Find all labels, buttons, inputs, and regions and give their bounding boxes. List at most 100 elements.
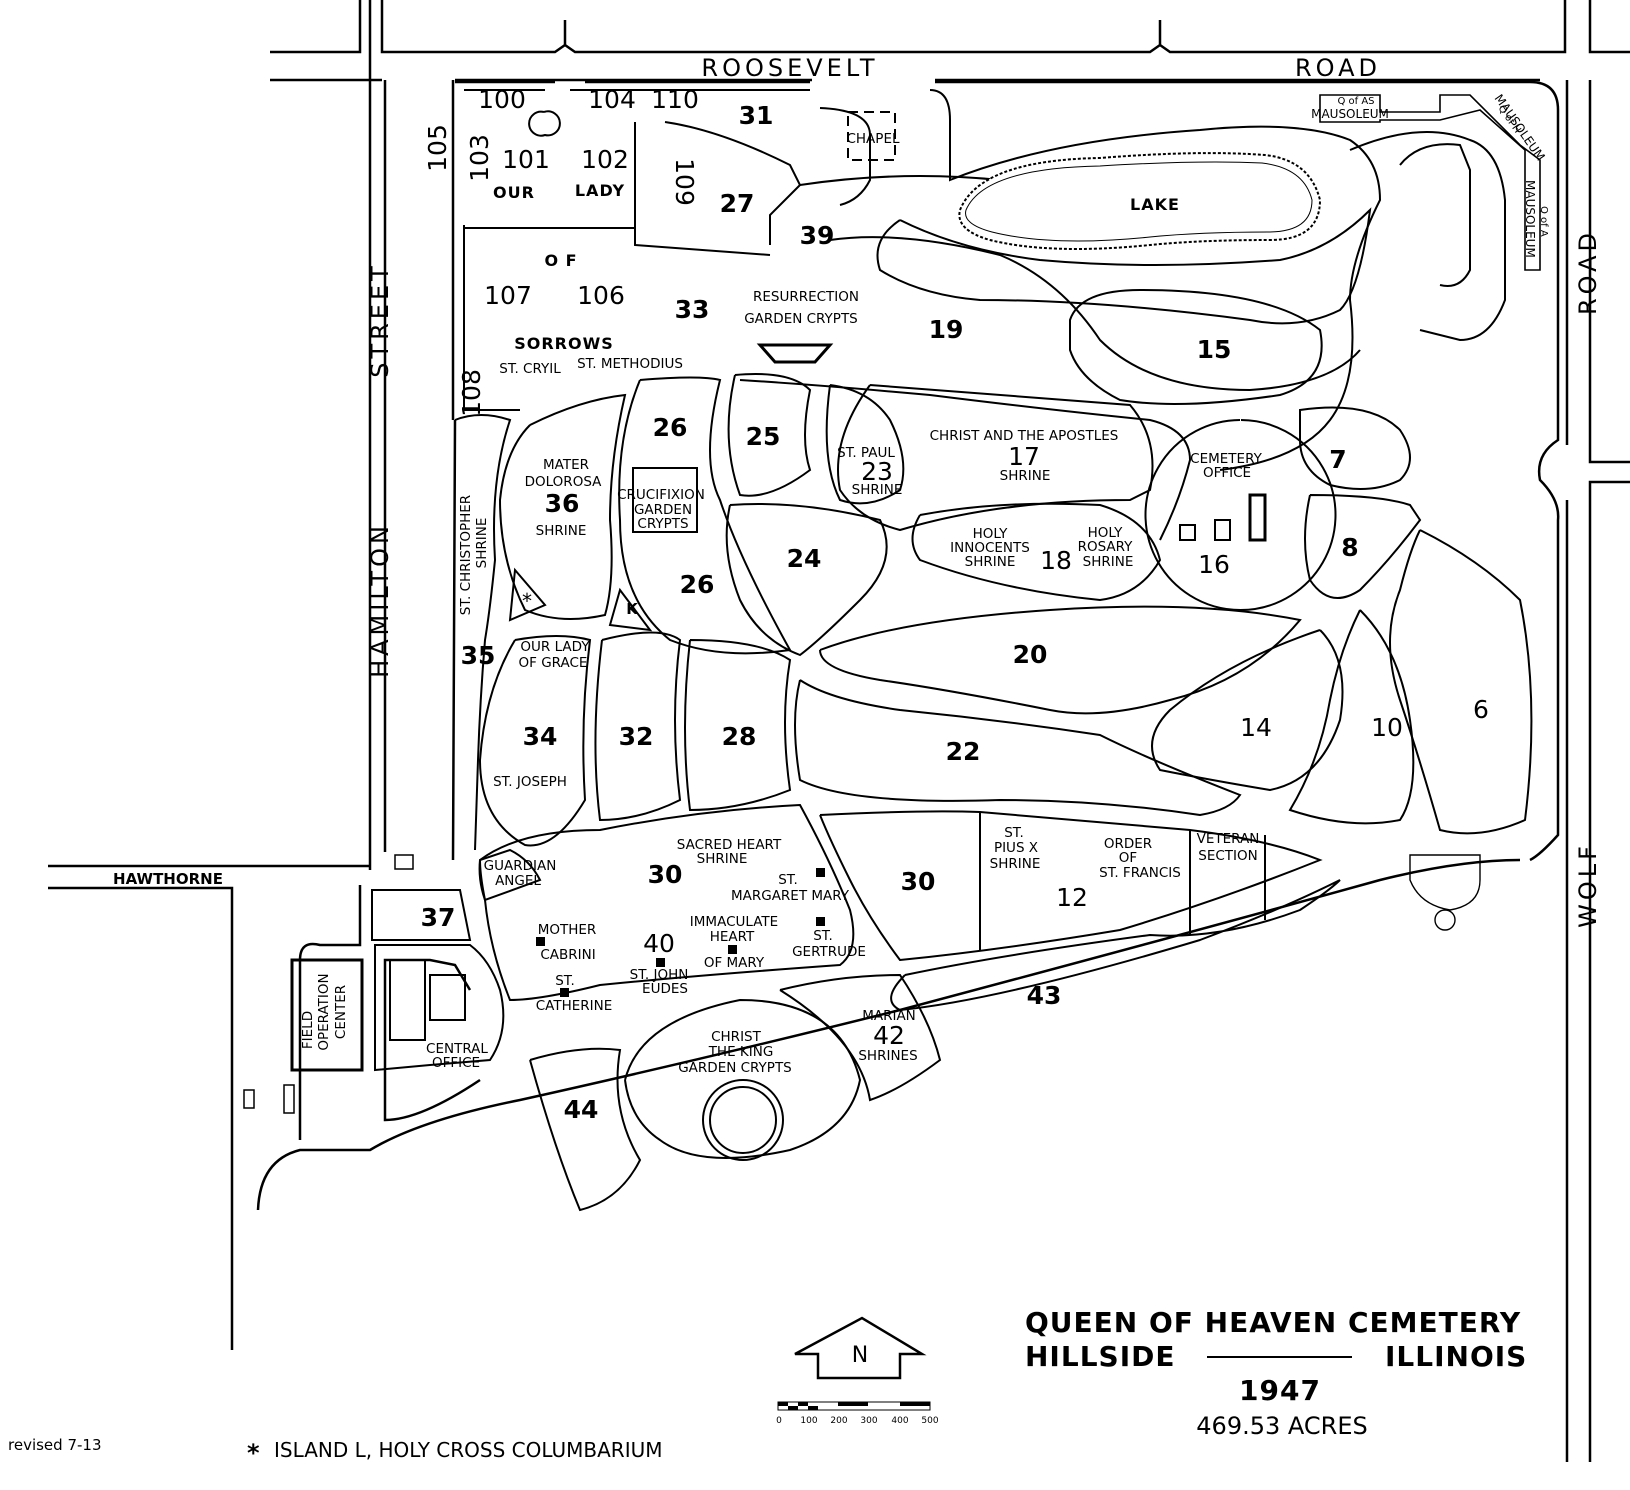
section-26a: 26: [653, 413, 688, 442]
title-block: QUEEN OF HEAVEN CEMETERY HILLSIDE ILLINO…: [1025, 1306, 1527, 1440]
section-39: 39: [800, 221, 835, 250]
street-hamilton: HAMILTON: [366, 522, 394, 678]
label-francis-3: ST. FRANCIS: [1099, 865, 1181, 881]
section-43: 43: [1027, 981, 1062, 1010]
label-christ-king-1: CHRIST: [711, 1029, 762, 1045]
label-pius-1: ST.: [1004, 825, 1024, 841]
scale-bar: 0 100 200 300 400 500: [776, 1401, 939, 1426]
section-28: 28: [722, 722, 757, 751]
label-holy-rosary-3: SHRINE: [1083, 554, 1134, 570]
label-holy-rosary-2: ROSARY: [1078, 539, 1134, 555]
label-chapel: CHAPEL: [846, 131, 899, 147]
label-sacred-heart-1: SACRED HEART: [677, 837, 782, 853]
label-margaret-2: MARGARET MARY: [731, 888, 850, 904]
label-pius-2: PIUS X: [994, 840, 1038, 856]
street-road-top: ROAD: [1295, 54, 1381, 82]
label-our-lady-grace-2: OF GRACE: [519, 655, 588, 671]
label-resurrection-2: GARDEN CRYPTS: [744, 311, 858, 327]
scale-tick-400: 400: [891, 1416, 908, 1426]
label-guardian-1: GUARDIAN: [484, 858, 557, 874]
label-mater-shrine: SHRINE: [536, 523, 587, 539]
small-building-icon: [283, 1084, 295, 1114]
label-guardian-2: ANGEL: [495, 873, 541, 889]
label-holy-rosary-1: HOLY: [1088, 525, 1124, 541]
section-100: 100: [478, 85, 526, 114]
label-marian-2: SHRINES: [858, 1048, 917, 1064]
label-immaculate-2: HEART: [710, 929, 755, 945]
label-holy-innocents-2: INNOCENTS: [950, 540, 1030, 556]
section-12: 12: [1056, 883, 1088, 912]
label-margaret-1: ST.: [778, 872, 798, 888]
section-17: 17: [1008, 442, 1040, 471]
section-numbers: 100 104 110 31 105 103 101 102 109 27 39…: [421, 85, 1489, 1124]
label-immaculate-1: IMMACULATE: [690, 914, 778, 930]
lake-icon: [958, 152, 1322, 250]
scale-tick-500: 500: [921, 1416, 938, 1426]
cemetery-office-building-icon: [1248, 493, 1267, 542]
section-108: 108: [457, 369, 486, 417]
label-holy-innocents-3: SHRINE: [965, 554, 1016, 570]
label-catherine-2: CATHERINE: [536, 998, 613, 1014]
label-qa-mausoleum: Q of A: [1538, 206, 1549, 237]
title-city: HILLSIDE: [1025, 1340, 1176, 1373]
label-immaculate-3: OF MARY: [704, 955, 765, 971]
scale-tick-300: 300: [860, 1416, 877, 1426]
resurrection-crypts-icon: [756, 343, 834, 364]
section-6: 6: [1473, 695, 1489, 724]
label-crucifixion-2: GARDEN: [634, 502, 692, 518]
section-102: 102: [581, 145, 629, 174]
street-road-right: ROAD: [1574, 229, 1602, 315]
label-shrine-23: SHRINE: [852, 482, 903, 498]
label-star-island: *: [522, 589, 532, 613]
label-gertrude-2: GERTRUDE: [792, 944, 866, 960]
label-mater-2: DOLOROSA: [525, 474, 603, 490]
scale-tick-0: 0: [776, 1416, 782, 1426]
label-st-christopher-2: SHRINE: [474, 518, 490, 569]
section-42: 42: [873, 1021, 905, 1050]
label-pius-3: SHRINE: [990, 856, 1041, 872]
section-30a: 30: [648, 860, 683, 889]
label-gertrude-1: ST.: [813, 928, 833, 944]
label-eudes-1: ST. JOHN: [630, 967, 689, 983]
mausoleum-building-icon: [1319, 94, 1541, 271]
label-cemetery-office-2: OFFICE: [1203, 465, 1251, 481]
small-building-icon: [394, 854, 414, 870]
section-26b: 26: [680, 570, 715, 599]
section-34: 34: [523, 722, 558, 751]
section-36: 36: [545, 489, 580, 518]
title-state: ILLINOIS: [1385, 1340, 1527, 1373]
label-central-2: OFFICE: [432, 1055, 480, 1071]
revised-note: revised 7-13: [8, 1436, 102, 1454]
label-veteran-1: VETERAN: [1197, 831, 1260, 847]
title-year: 1947: [1239, 1374, 1321, 1407]
label-crucifixion-3: CRYPTS: [637, 516, 688, 532]
label-catherine-1: ST.: [555, 973, 575, 989]
cemetery-paths: [256, 80, 1560, 1212]
label-marian-1: MARIAN: [862, 1008, 916, 1024]
label-veteran-2: SECTION: [1198, 848, 1257, 864]
label-field-3: CENTER: [333, 985, 349, 1039]
section-32: 32: [619, 722, 654, 751]
label-shrine-17: SHRINE: [1000, 468, 1051, 484]
section-35: 35: [461, 641, 496, 670]
section-44: 44: [564, 1095, 599, 1124]
section-19: 19: [929, 315, 964, 344]
label-k-island: K: [626, 600, 639, 618]
section-14: 14: [1240, 713, 1272, 742]
section-25: 25: [746, 422, 781, 451]
section-15: 15: [1197, 335, 1232, 364]
legend-text: ISLAND L, HOLY CROSS COLUMBARIUM: [274, 1438, 663, 1462]
buildings: [243, 94, 1541, 1114]
section-30b: 30: [901, 867, 936, 896]
section-103: 103: [465, 134, 494, 182]
section-40: 40: [643, 929, 675, 958]
section-7: 7: [1329, 445, 1346, 474]
section-104: 104: [588, 85, 636, 114]
section-37: 37: [421, 903, 456, 932]
label-qas-mausoleum-2: MAUSOLEUM: [1311, 107, 1389, 121]
label-francis-2: OF: [1119, 850, 1137, 866]
label-qas-mausoleum: Q of AS: [1337, 96, 1374, 107]
central-office-building-icon: [389, 959, 466, 1041]
legend-star: *: [247, 1439, 260, 1467]
section-107: 107: [484, 281, 532, 310]
